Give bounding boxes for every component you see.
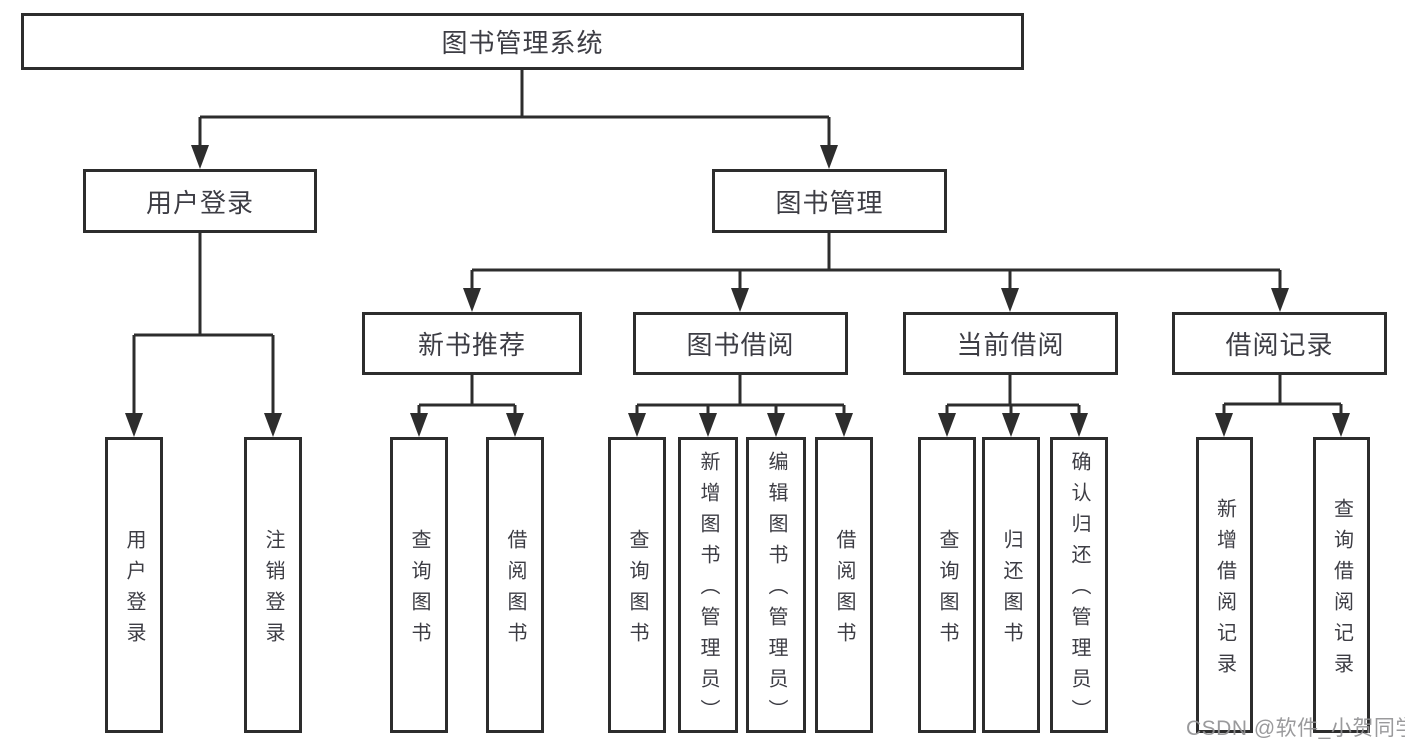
node-user-login: 用户登录 (83, 169, 317, 233)
leaf-label: 注销登录 (262, 528, 284, 653)
node-label: 图书管理系统 (441, 28, 604, 58)
node-book-borrowing: 图书借阅 (633, 312, 848, 375)
leaf-add-borrow-record: 新增借阅记录 (1196, 437, 1253, 733)
leaf-label: 查询借阅记录 (1330, 497, 1353, 684)
leaf-edit-book-admin: 编辑图书（管理员） (746, 437, 806, 733)
leaf-label: 确认归还（管理员） (1068, 451, 1090, 730)
leaf-label: 借阅图书 (504, 528, 526, 653)
leaf-confirm-return-admin: 确认归还（管理员） (1050, 437, 1108, 733)
leaf-borrow-books-recommend: 借阅图书 (486, 437, 544, 733)
leaf-label: 查询图书 (626, 528, 648, 653)
node-library-management-system: 图书管理系统 (21, 13, 1024, 70)
leaf-label: 新增借阅记录 (1213, 497, 1236, 684)
node-borrow-records: 借阅记录 (1172, 312, 1387, 375)
leaf-add-book-admin: 新增图书（管理员） (678, 437, 738, 733)
leaf-label: 编辑图书（管理员） (765, 451, 787, 730)
node-label: 用户登录 (145, 187, 254, 218)
leaf-label: 查询图书 (936, 528, 958, 653)
leaf-user-login: 用户登录 (105, 437, 163, 733)
node-label: 图书借阅 (686, 330, 795, 360)
leaf-logout: 注销登录 (244, 437, 302, 733)
leaf-query-books-borrowing: 查询图书 (608, 437, 666, 733)
node-label: 图书管理 (775, 187, 884, 218)
leaf-query-books-current: 查询图书 (918, 437, 976, 733)
leaf-query-books-recommend: 查询图书 (390, 437, 448, 733)
leaf-label: 查询图书 (408, 528, 430, 653)
leaf-query-borrow-record: 查询借阅记录 (1313, 437, 1370, 733)
leaf-label: 新增图书（管理员） (697, 451, 719, 730)
leaf-label: 归还图书 (1000, 528, 1022, 653)
leaf-borrow-books: 借阅图书 (815, 437, 873, 733)
watermark: CSDN @软件_小贺同学 (1186, 717, 1405, 740)
node-label: 新书推荐 (417, 330, 526, 360)
leaf-label: 用户登录 (123, 528, 145, 653)
node-book-management: 图书管理 (712, 169, 947, 233)
node-new-book-recommend: 新书推荐 (362, 312, 582, 375)
node-current-borrowing: 当前借阅 (903, 312, 1118, 375)
node-label: 当前借阅 (956, 330, 1065, 360)
leaf-label: 借阅图书 (833, 528, 855, 653)
leaf-return-books: 归还图书 (982, 437, 1040, 733)
node-label: 借阅记录 (1225, 330, 1334, 360)
